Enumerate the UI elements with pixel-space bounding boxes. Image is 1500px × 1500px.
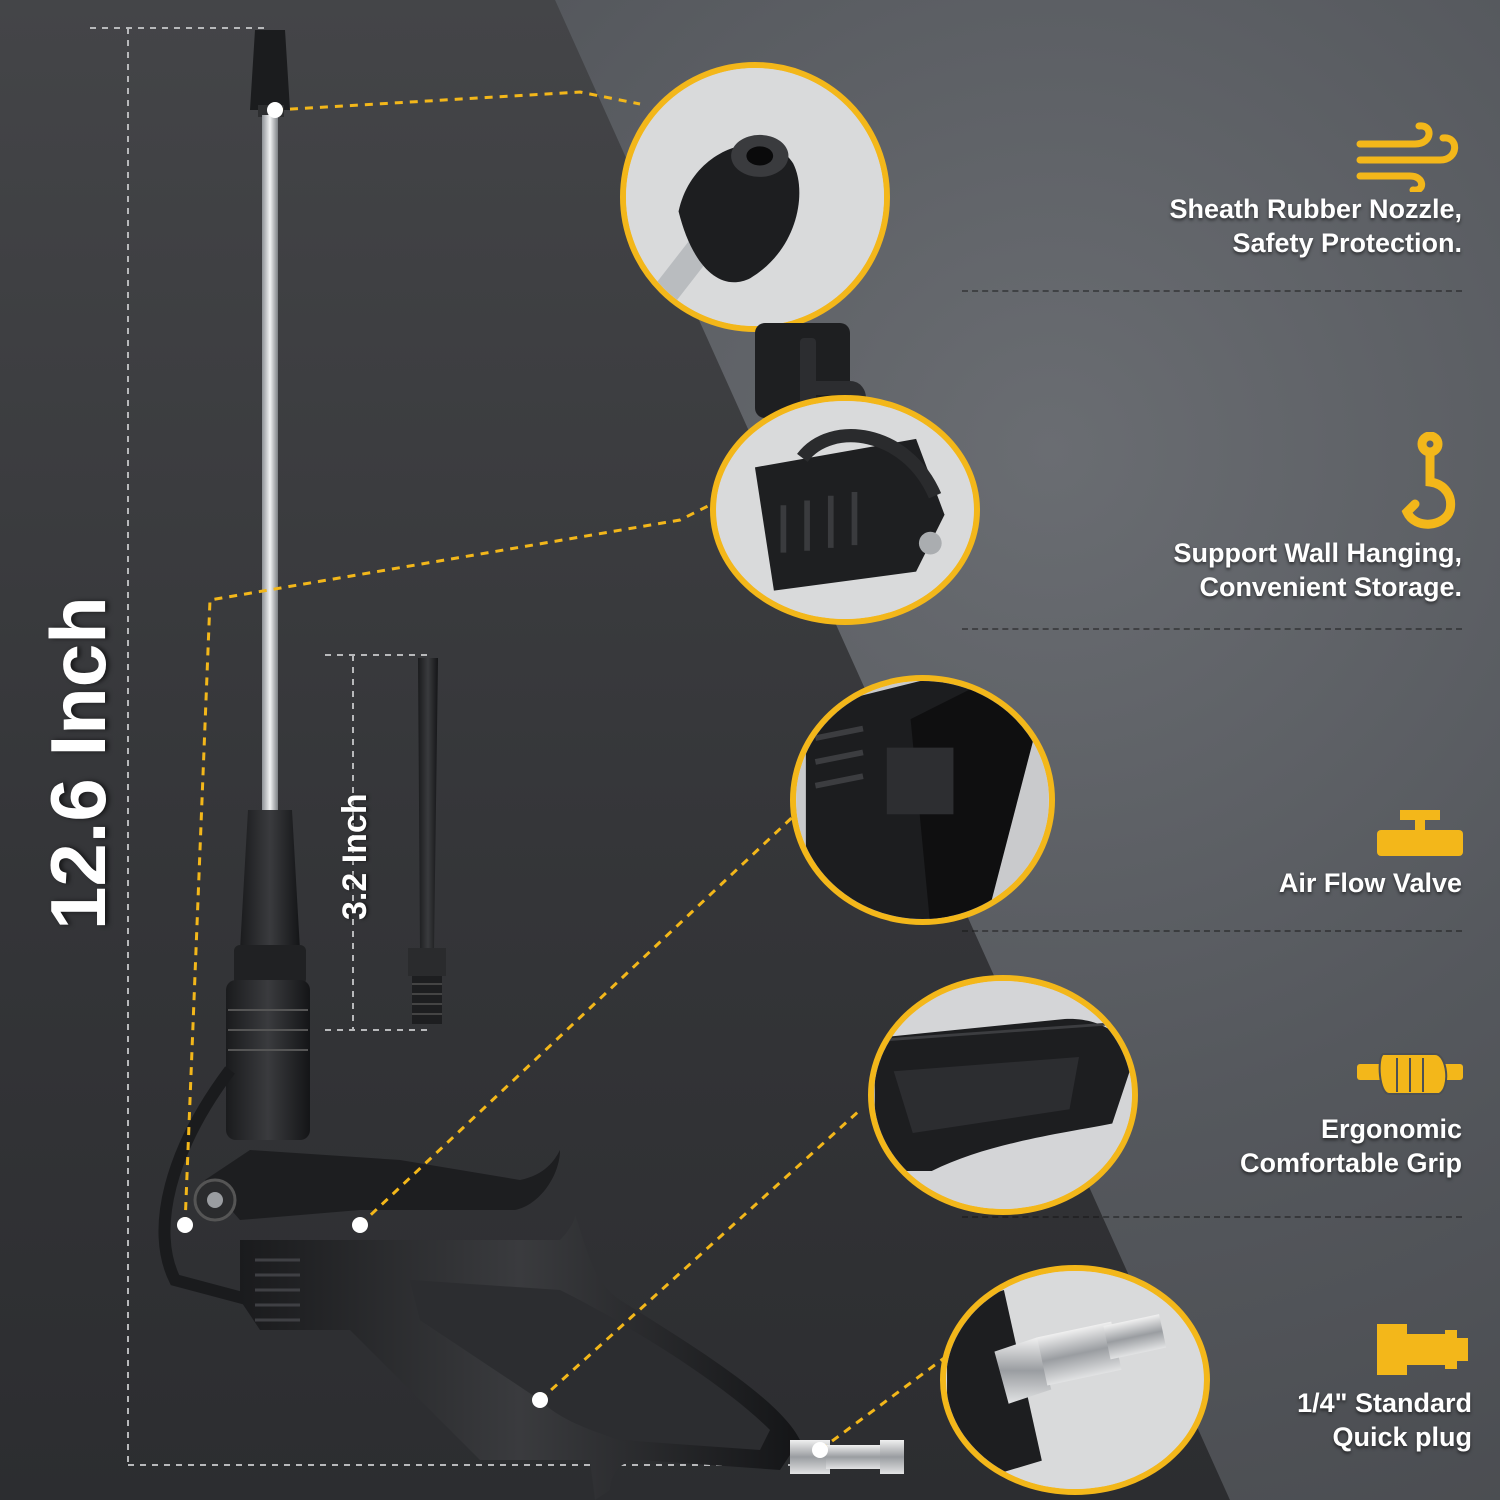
feature-hook-line1: Support Wall Hanging, xyxy=(1173,538,1462,568)
detail-circle-grip xyxy=(868,975,1138,1215)
feature-grip: Ergonomic Comfortable Grip xyxy=(1240,1112,1462,1180)
detail-circle-valve xyxy=(790,675,1055,925)
wind-icon xyxy=(1356,122,1459,192)
overall-length-label: 12.6 Inch xyxy=(34,596,122,930)
detail-circle-nozzle xyxy=(620,62,890,332)
detail-circle-hook xyxy=(710,395,980,625)
divider-2 xyxy=(962,628,1462,630)
feature-hook: Support Wall Hanging, Convenient Storage… xyxy=(1174,536,1462,604)
feature-nozzle-line2: Safety Protection. xyxy=(1232,228,1462,258)
nozzle-length-label: 3.2 Inch xyxy=(336,793,374,920)
divider-4 xyxy=(962,1216,1462,1218)
feature-nozzle: Sheath Rubber Nozzle, Safety Protection. xyxy=(1169,192,1462,260)
quick-plug-icon xyxy=(1377,1324,1468,1375)
divider-1 xyxy=(962,290,1462,292)
feature-valve-line1: Air Flow Valve xyxy=(1278,868,1462,898)
feature-valve: Air Flow Valve xyxy=(1279,866,1462,900)
divider-3 xyxy=(962,930,1462,932)
feature-grip-line1: Ergonomic xyxy=(1320,1114,1462,1144)
feature-quick-plug: 1/4" Standard Quick plug xyxy=(1297,1386,1472,1454)
feature-hook-line2: Convenient Storage. xyxy=(1199,572,1462,602)
feature-nozzle-line1: Sheath Rubber Nozzle, xyxy=(1169,194,1462,224)
detail-circle-quick-plug xyxy=(940,1265,1210,1495)
feature-quick-plug-line2: Quick plug xyxy=(1332,1422,1472,1452)
feature-quick-plug-line1: 1/4" Standard xyxy=(1297,1388,1472,1418)
feature-grip-line2: Comfortable Grip xyxy=(1239,1148,1462,1178)
hook-icon xyxy=(1401,432,1456,529)
hand-grip-icon xyxy=(1357,1053,1463,1095)
valve-icon xyxy=(1377,810,1463,856)
